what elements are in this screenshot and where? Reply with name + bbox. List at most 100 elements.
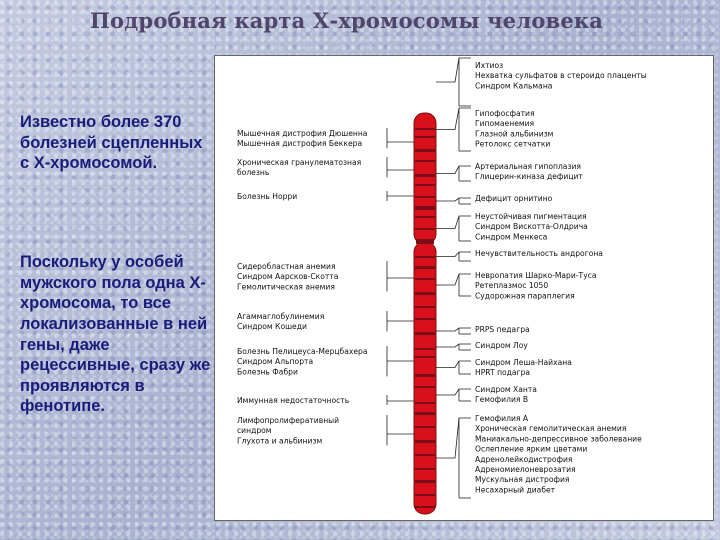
chromosome-band [415, 206, 435, 210]
gene-label: Синдром Кошеди [237, 322, 307, 331]
gene-label: Нечувствительность андрогона [475, 249, 603, 258]
gene-label: Болезнь Пелицеуса-Мерцбахера [237, 347, 368, 356]
gene-label: Нехватка сульфатов в стероидо плаценты [475, 71, 647, 80]
gene-label: Глухота и альбинизм [237, 436, 322, 445]
chromosome-band [415, 256, 435, 258]
left-gene-group: Иммунная недостаточность [237, 395, 414, 405]
chromosome-band [415, 402, 435, 404]
chromosome-band [415, 494, 435, 496]
gene-label: Синдром Альпорта [237, 357, 313, 366]
gene-label: Адренолейкодистрофия [475, 455, 573, 464]
chromosome-band [415, 374, 435, 377]
gene-label: Ретолокс сетчатки [475, 140, 550, 149]
chromosome-band [415, 468, 435, 470]
chromosome-band [415, 174, 435, 177]
page-title: Подробная карта Х-хромосомы человека [90, 8, 604, 33]
gene-label: Лимфопролиферативный [237, 416, 339, 425]
gene-label: PRPS педагра [475, 325, 530, 334]
gene-label: Синдром Кальмана [475, 81, 552, 90]
gene-label: Несахарный диабет [475, 485, 556, 494]
gene-label: Невропатия Шарко-Мари-Туса [475, 271, 597, 280]
gene-label: Гемолитическая анемия [237, 282, 335, 291]
chromosome-band [415, 332, 435, 335]
chromosome-band [415, 412, 435, 415]
connector-line [436, 388, 471, 396]
gene-label: Хроническая гранулематозная [237, 158, 361, 167]
gene-label: Ихтиоз [475, 61, 503, 70]
connector-line [436, 107, 471, 130]
chromosome-band [415, 292, 435, 295]
gene-label: Гипофосфатия [475, 109, 535, 118]
right-gene-group: Нечувствительность андрогона [436, 249, 603, 262]
gene-label: Гемофилия А [475, 414, 529, 423]
chromosome-band [415, 318, 435, 320]
gene-label: Артериальная гипоплазия [475, 162, 581, 171]
connector-line [436, 417, 471, 459]
gene-label: Дефицит орнитино [475, 194, 553, 203]
gene-label: Синдром Ханта [475, 385, 537, 394]
chromosome-band [415, 306, 435, 308]
gene-label: Мышечная дистрофия Беккера [237, 139, 362, 148]
gene-label: Ретеплазмос 1050 [475, 281, 548, 290]
right-gene-group: Синдром Лоу [436, 341, 528, 351]
chromosome-band [415, 228, 435, 230]
gene-label: Мускульная дистрофия [475, 475, 569, 484]
gene-label: Сидеробластная анемия [237, 262, 336, 271]
connector-line [436, 343, 471, 348]
chromosome-band [415, 136, 435, 138]
right-gene-group: Дефицит орнитино [436, 194, 553, 205]
chromosome-band [415, 278, 435, 280]
chromosome-band [415, 480, 435, 483]
connector-line [436, 273, 471, 286]
gene-label: Синдром Аарсков-Скотта [237, 272, 338, 281]
chromosome-band [415, 386, 435, 388]
gene-label: Маниакально-депрессивное заболевание [475, 434, 642, 443]
gene-label: Болезнь Норри [237, 192, 297, 201]
gene-label: Хроническая гемолитическая анемия [475, 424, 626, 433]
connector-line [436, 327, 471, 332]
left-gene-group: Болезнь Норри [237, 191, 414, 201]
chromosome-band [415, 196, 435, 198]
gene-label: Гемофилия В [475, 395, 528, 404]
gene-label: синдром [237, 426, 272, 435]
chromosome-band [415, 216, 435, 218]
connector-line [436, 215, 471, 229]
explanation-text: Поскольку у особей мужского пола одна Х-… [20, 253, 211, 416]
gene-label: Судорожная параплегия [475, 291, 575, 300]
gene-label: Ослепление ярким цветами [475, 445, 587, 454]
intro-text: Известно более 370 болезней сцепленных с… [20, 113, 203, 173]
gene-label: Синдром Вискотта-Олдрича [475, 222, 588, 231]
gene-label: Болезнь Фабри [237, 367, 298, 376]
gene-label: Синдром Леша-Найхана [475, 358, 572, 367]
gene-label: Глицерин-киназа дефицит [475, 172, 583, 181]
gene-label: Синдром Лоу [475, 341, 528, 350]
connector-line [436, 165, 471, 174]
gene-label: HPRT подагра [475, 368, 530, 377]
right-gene-group: PRPS педагра [436, 325, 530, 335]
chromosome-band [415, 348, 435, 350]
gene-label: болезнь [237, 168, 270, 177]
chromosome-band [415, 454, 435, 456]
x-chromosome [413, 112, 437, 515]
chromosome-band [415, 506, 435, 508]
chromosome-band [415, 266, 435, 269]
gene-label: Агаммаглобулинемия [237, 312, 324, 321]
connector-line [436, 197, 471, 202]
gene-label: Синдром Менкеса [475, 232, 547, 241]
chromosome-band [415, 356, 435, 358]
gene-label: Адреномиелоневрозатия [475, 465, 576, 474]
chromosome-band [415, 128, 435, 130]
